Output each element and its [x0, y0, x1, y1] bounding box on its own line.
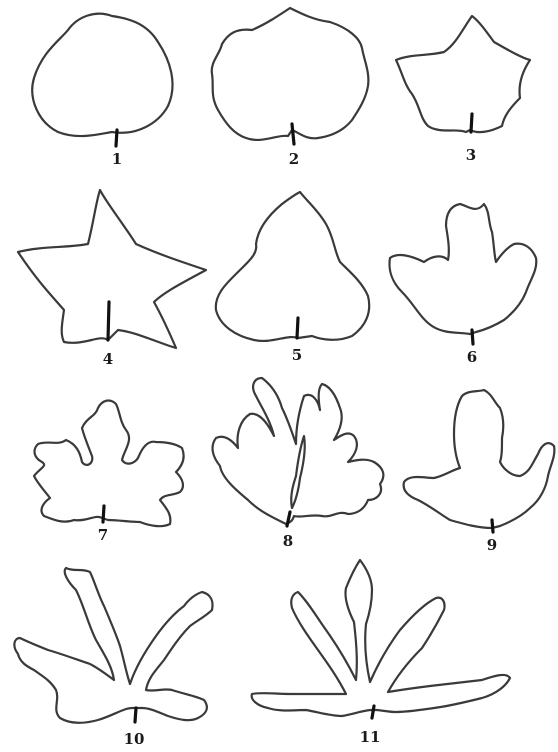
leaf-2-petiole — [292, 124, 294, 144]
leaf-7: 7 — [34, 401, 184, 544]
leaf-8-label: 8 — [283, 532, 293, 550]
leaf-11-petiole — [372, 706, 374, 718]
leaf-4-outline — [18, 190, 206, 348]
leaf-5-outline — [216, 192, 369, 341]
leaf-10: 10 — [14, 568, 212, 748]
leaf-5-petiole — [297, 318, 298, 338]
leaf-2-outline — [212, 8, 369, 140]
leaf-5-label: 5 — [292, 346, 302, 364]
leaf-8-inner-vein — [291, 436, 305, 508]
leaf-5: 5 — [216, 192, 369, 364]
leaf-10-petiole — [135, 708, 136, 722]
leaf-8-outline — [213, 378, 384, 524]
leaf-4-label: 4 — [103, 350, 113, 368]
leaf-3: 3 — [396, 16, 530, 164]
leaf-6-petiole — [472, 330, 473, 344]
leaf-9-petiole — [492, 520, 493, 532]
leaf-1-outline — [32, 14, 172, 136]
leaf-8: 8 — [213, 378, 384, 550]
leaf-10-label: 10 — [124, 730, 145, 748]
leaf-3-petiole — [471, 114, 472, 132]
leaf-6-outline — [390, 204, 537, 334]
leaf-9-outline — [404, 390, 555, 528]
leaf-11-label: 11 — [360, 728, 381, 746]
leaf-8-petiole — [287, 512, 290, 526]
leaf-9: 9 — [404, 390, 555, 554]
leaf-4: 4 — [18, 190, 206, 368]
leaf-6-label: 6 — [467, 348, 477, 366]
leaf-1: 1 — [32, 14, 172, 168]
leaf-2-label: 2 — [289, 150, 299, 168]
leaf-1-label: 1 — [112, 150, 122, 168]
leaf-7-petiole — [103, 506, 104, 522]
leaf-11-outline — [252, 560, 510, 716]
leaf-2: 2 — [212, 8, 369, 168]
leaf-10-outline — [14, 568, 212, 723]
leaf-9-label: 9 — [487, 536, 497, 554]
leaf-4-petiole — [108, 302, 109, 340]
leaf-7-label: 7 — [98, 526, 108, 544]
leaf-7-outline — [34, 401, 184, 527]
leaf-3-outline — [396, 16, 530, 132]
leaf-3-label: 3 — [466, 146, 476, 164]
leaf-11: 11 — [252, 560, 510, 746]
leaf-1-petiole — [116, 130, 117, 146]
leaf-6: 6 — [390, 204, 537, 366]
